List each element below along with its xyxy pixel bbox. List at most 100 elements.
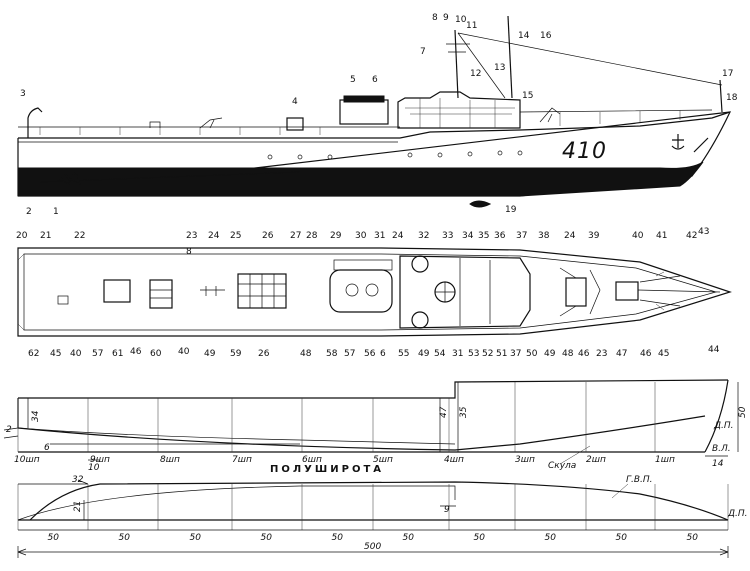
callout-11: 11 [466, 21, 477, 31]
turret-port [411, 255, 429, 273]
plan-callout-24: 24 [392, 231, 404, 241]
plan-callout-23: 23 [596, 349, 607, 359]
plan-callout-46: 46 [640, 349, 652, 359]
plan-callout-27: 27 [290, 231, 301, 241]
dim-21: 21 [73, 501, 83, 512]
plan-callout-60: 60 [150, 349, 162, 359]
ready-boxes [333, 259, 393, 271]
plan-callout-25: 25 [230, 231, 241, 241]
spacing-9: 50 [616, 533, 628, 543]
lines-labels: 34 2 6 47 35 50 14 Д.П. В.Л. Скула [6, 406, 748, 471]
aft-hatch [103, 279, 131, 303]
plan-callout-50: 50 [526, 349, 538, 359]
station-6шп: 6шп [302, 455, 322, 465]
dim-stern-height: 34 [31, 410, 41, 422]
plan-callout-49: 49 [418, 349, 430, 359]
plan-callout-24: 24 [564, 231, 576, 241]
station-2шп: 2шп [586, 455, 606, 465]
plan-callout-39: 39 [588, 231, 600, 241]
callout-12: 12 [470, 69, 481, 79]
station-7шп: 7шп [232, 455, 252, 465]
callout-19: 19 [505, 205, 517, 215]
callout-17: 17 [722, 69, 733, 79]
engine-hatch [329, 269, 393, 313]
plan-callout-45: 45 [658, 349, 669, 359]
plan-callout-8: 8 [186, 247, 192, 257]
plan-callout-38: 38 [538, 231, 550, 241]
dim-9: 9 [444, 505, 450, 515]
label-dp: Д.П. [727, 509, 748, 519]
plan-callout-23: 23 [186, 231, 197, 241]
station-1шп: 1шп [655, 455, 675, 465]
half-breadth-deck [29, 481, 729, 521]
callout-5: 5 [350, 75, 356, 85]
callout-14: 14 [518, 31, 530, 41]
plan-callout-36: 36 [494, 231, 506, 241]
stern-davit [27, 107, 43, 138]
spacing-3: 50 [190, 533, 202, 543]
vent-box [286, 117, 304, 131]
plan-callout-40: 40 [632, 231, 644, 241]
plan-callout-30: 30 [355, 231, 367, 241]
callout-3: 3 [20, 89, 26, 99]
sonar-dome [469, 200, 492, 208]
radar-mast [507, 15, 513, 99]
plan-callout-21: 21 [40, 231, 51, 241]
plan-callout-37: 37 [516, 231, 527, 241]
spacing-1: 50 [48, 533, 60, 543]
deck-plan [17, 247, 732, 337]
plan-callout-47: 47 [616, 349, 627, 359]
label-vl: В.Л. [712, 444, 731, 454]
plan-callout-33: 33 [442, 231, 453, 241]
callout-7: 7 [420, 47, 426, 57]
half-breadth-chine [17, 485, 456, 521]
plan-callout-48: 48 [300, 349, 312, 359]
plan-callout-52: 52 [482, 349, 493, 359]
dim-stern-b: 6 [44, 443, 50, 453]
plan-callout-35: 35 [478, 231, 489, 241]
spacing-5: 50 [332, 533, 344, 543]
plan-callout-26: 26 [262, 231, 274, 241]
dim-bow-height: 50 [738, 406, 748, 418]
hull-number: 410 [562, 139, 607, 164]
dim-32: 32 [72, 475, 84, 485]
callout-8: 8 [432, 13, 438, 23]
plan-callout-55: 55 [398, 349, 409, 359]
callout-4: 4 [292, 97, 298, 107]
plan-callout-31: 31 [374, 231, 385, 241]
plan-callout-29: 29 [330, 231, 342, 241]
hull-deckline [18, 111, 731, 139]
plan-callout-49: 49 [204, 349, 216, 359]
fwd-gun [565, 277, 587, 307]
plan-callout-56: 56 [364, 349, 376, 359]
portholes [267, 150, 523, 160]
plan-callout-26: 26 [258, 349, 270, 359]
dim-bow-length: 14 [712, 459, 724, 469]
station-3шп: 3шп [515, 455, 535, 465]
stay-line [457, 32, 723, 86]
flag-staff [719, 79, 723, 113]
plan-callout-48: 48 [562, 349, 574, 359]
plan-callout-62: 62 [28, 349, 39, 359]
plan-callout-42: 42 [686, 231, 697, 241]
anchor-windlass [615, 281, 639, 301]
callout-2: 2 [26, 207, 32, 217]
bridge-cabin [339, 99, 389, 125]
plan-callout-54: 54 [434, 349, 446, 359]
callout-10: 10 [455, 15, 467, 25]
turret-stbd [411, 311, 429, 329]
plan-callout-44: 44 [708, 345, 720, 355]
callout-15: 15 [522, 91, 533, 101]
propeller [59, 171, 81, 186]
spacing-4: 50 [261, 533, 273, 543]
plan-callout-40: 40 [178, 347, 190, 357]
half-breadth-labels: 32 10 21 9 Г.В.П. Д.П. 500 [72, 463, 748, 552]
gun-mount-aft [149, 279, 173, 309]
side-view: 4 10 [17, 15, 732, 208]
callout-1: 1 [53, 207, 59, 217]
plan-callout-22: 22 [74, 231, 85, 241]
profile-chine [17, 415, 706, 451]
profile-deck2 [17, 427, 456, 445]
